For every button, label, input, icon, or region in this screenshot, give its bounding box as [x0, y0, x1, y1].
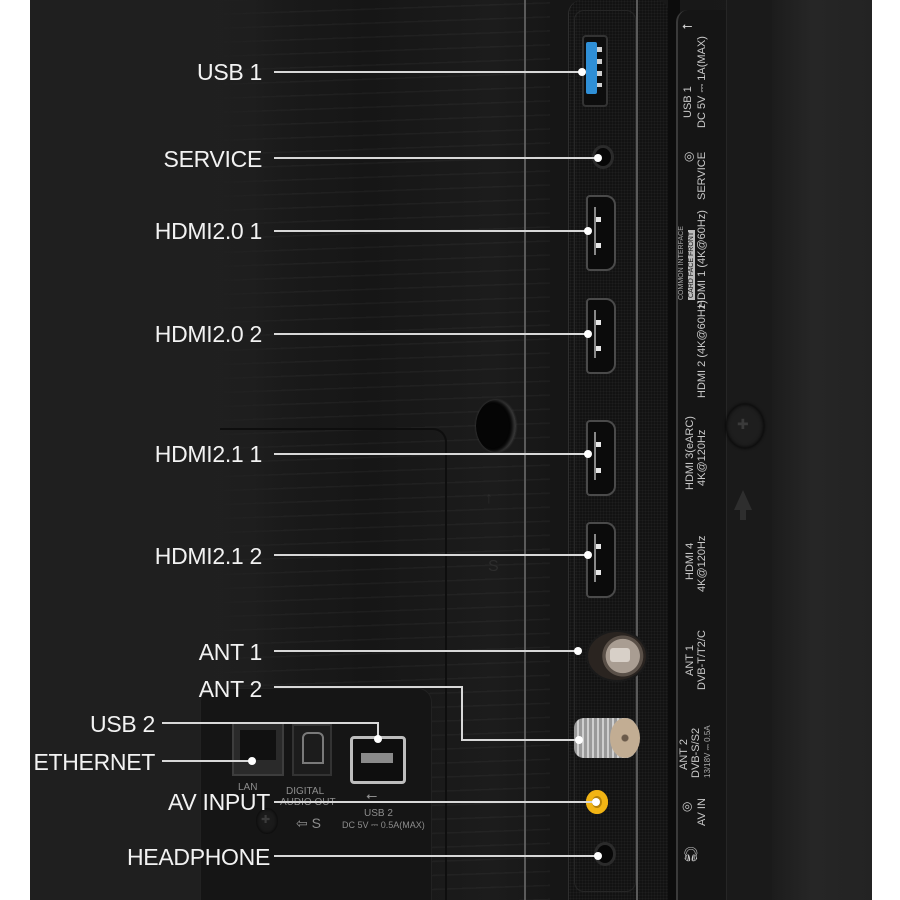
leader-dot — [594, 852, 602, 860]
usb2-silk-label: USB 2 — [364, 808, 393, 819]
ant1-spec-label: DVB-T/T2/C — [696, 630, 708, 690]
side-bezel — [726, 0, 773, 900]
leader-ant2-v — [461, 686, 463, 740]
usb2-power-label: DC 5V ⎓ 0.5A(MAX) — [342, 820, 425, 830]
embossed-s-mark: S — [488, 558, 499, 575]
hdmi2-silk-label: HDMI 2 (4K@60Hz) — [696, 300, 708, 398]
callout-ant1: ANT 1 — [198, 639, 263, 665]
service-circle-icon: ◎ — [684, 149, 695, 163]
port-pin — [596, 346, 601, 351]
leader-dot — [248, 757, 256, 765]
usb1-power-label: DC 5V ⎓ 1A(MAX) — [696, 36, 708, 128]
leader-dot — [584, 551, 592, 559]
callout-ethernet: ETHERNET — [33, 749, 155, 775]
ant2-spec-label: DVB-S/S2 — [690, 727, 702, 778]
mounting-hole — [476, 400, 516, 452]
headphone-icon: 🎧︎ — [682, 846, 700, 862]
usb-icon: ⭠ — [682, 18, 693, 33]
callout-usb1: USB 1 — [197, 59, 262, 85]
tv-edge — [772, 0, 872, 900]
ant1-silk-label: ANT 1 — [684, 645, 696, 676]
connector-panel-inset — [574, 10, 636, 892]
callout-hdmi21-1: HDMI2.1 1 — [154, 441, 263, 467]
av-in-silk-label: AV IN — [696, 798, 708, 826]
usb3-blue-insert — [586, 42, 597, 94]
hdmi3-silk-label: HDMI 3(eARC) — [684, 416, 696, 490]
leader-service — [274, 157, 598, 159]
screw-icon — [256, 808, 278, 834]
ant1-coax-port[interactable] — [586, 630, 648, 682]
hdmi3-spec-label: 4K@120Hz — [696, 429, 708, 486]
port-pin — [596, 570, 601, 575]
callout-ant2: ANT 2 — [198, 676, 263, 702]
leader-hdmi20-1 — [274, 230, 588, 232]
card-face-front-badge: CARD FACE FRONT — [688, 229, 695, 300]
usb1-silk-label: USB 1 — [682, 86, 694, 118]
lan-label: LAN — [238, 782, 258, 793]
callout-hdmi20-2: HDMI2.0 2 — [154, 321, 263, 347]
tv-rear-panel-photo: ↑ S LAN DIGITAL AUDIO OUT ⇦ S ⭠ USB 2 DC… — [30, 0, 872, 900]
port-pin — [596, 217, 601, 222]
ant2-f-connector[interactable] — [574, 718, 640, 758]
usb2-port[interactable] — [350, 736, 406, 784]
port-pin — [596, 320, 601, 325]
service-silk-label: SERVICE — [696, 151, 708, 200]
leader-hdmi21-2 — [274, 554, 588, 556]
s-marker-text: S — [311, 815, 321, 831]
leader-dot — [578, 68, 586, 76]
hdmi3-port[interactable] — [586, 420, 616, 496]
callout-hdmi21-2: HDMI2.1 2 — [154, 543, 263, 569]
leader-ant2-h2 — [461, 739, 579, 741]
av-circle-icon: ◎ — [682, 799, 693, 813]
ant2-silk-label: ANT 2 — [678, 739, 690, 770]
port-pin — [596, 468, 601, 473]
leader-dot — [374, 735, 382, 743]
leader-av-input — [274, 801, 596, 803]
leader-hdmi20-2 — [274, 333, 588, 335]
silkscreen-label-strip — [676, 10, 728, 900]
recessed-bay-outline — [220, 428, 447, 900]
leader-dot — [584, 227, 592, 235]
ant2-power-label: 13/18V ⎓ 0.5A — [703, 725, 712, 778]
leader-dot — [594, 154, 602, 162]
usb-icon: ⭠ — [366, 787, 378, 803]
leader-headphone — [274, 855, 598, 857]
leader-dot — [584, 450, 592, 458]
leader-dot — [592, 798, 600, 806]
s-marker: ⇦ S — [296, 815, 321, 831]
callout-service: SERVICE — [163, 146, 263, 172]
leader-usb2-h — [162, 722, 378, 724]
callout-usb2: USB 2 — [90, 711, 155, 737]
leader-ethernet — [162, 760, 252, 762]
hdmi1-silk-label: HDMI 1 (4K@60Hz) — [696, 210, 708, 308]
port-pin — [596, 544, 601, 549]
panel-seam — [524, 0, 526, 900]
screw-icon — [726, 404, 764, 448]
leader-ant1 — [274, 650, 578, 652]
usb1-port[interactable] — [582, 35, 608, 107]
callout-headphone: HEADPHONE — [127, 844, 270, 870]
hdmi4-silk-label: HDMI 4 — [684, 542, 696, 580]
leader-dot — [575, 736, 583, 744]
leader-usb1 — [274, 71, 582, 73]
usb-pins — [597, 47, 602, 87]
embossed-arrow-mark: ↑ — [485, 490, 493, 507]
leader-dot — [574, 647, 582, 655]
digital-audio-out-label-1: DIGITAL — [286, 786, 325, 797]
arrow-up-icon — [734, 490, 752, 520]
leader-usb2-v — [377, 722, 379, 738]
hdmi4-spec-label: 4K@120Hz — [696, 535, 708, 592]
panel-edge-line — [636, 0, 638, 900]
leader-hdmi21-1 — [274, 453, 588, 455]
port-pin — [596, 243, 601, 248]
callout-av-input: AV INPUT — [168, 789, 270, 815]
leader-dot — [584, 330, 592, 338]
ethernet-port[interactable] — [232, 722, 284, 776]
leader-ant2-h1 — [274, 686, 462, 688]
hdmi4-port[interactable] — [586, 522, 616, 598]
callout-hdmi20-1: HDMI2.0 1 — [154, 218, 263, 244]
optical-audio-port[interactable] — [292, 724, 332, 776]
port-pin — [596, 442, 601, 447]
